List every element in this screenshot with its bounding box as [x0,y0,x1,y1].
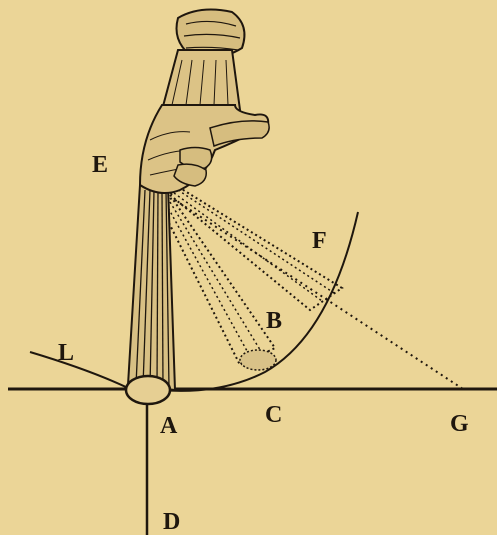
label-D: D [163,509,180,535]
label-E: E [92,152,108,178]
sling-cords [126,184,177,392]
label-F: F [312,228,327,254]
arc-left [29,351,129,389]
sling-position-B [158,196,277,371]
hand-illustration [138,8,270,195]
label-G: G [450,411,469,437]
label-B: B [266,308,282,334]
sling-position-F [168,186,344,312]
label-C: C [265,402,282,428]
label-A: A [160,413,178,439]
arc-right [159,211,359,392]
stone-pouch [124,374,172,406]
label-L: L [58,340,74,366]
